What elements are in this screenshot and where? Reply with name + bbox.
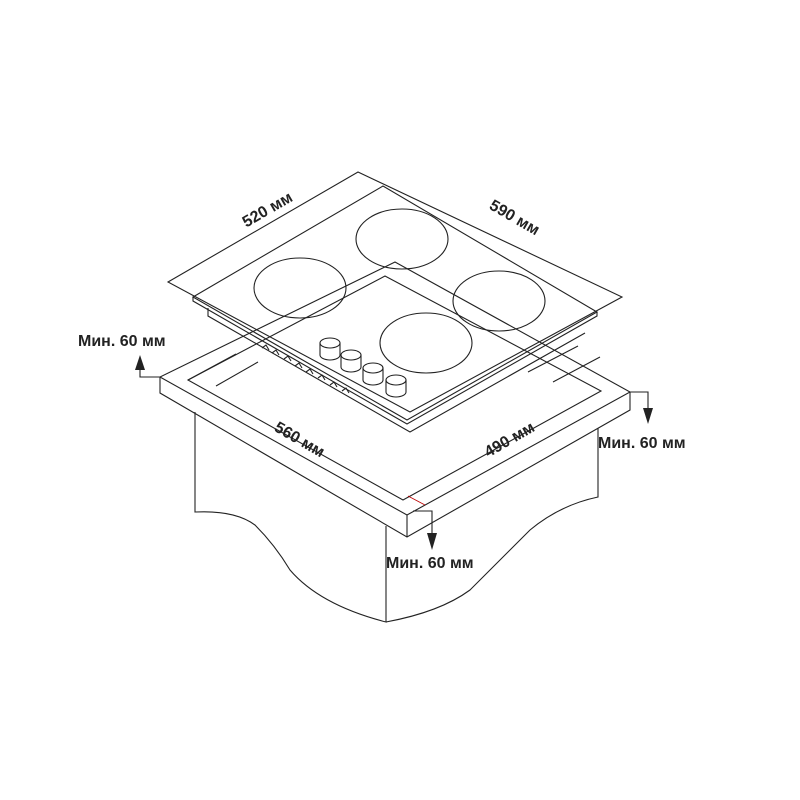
back-clearance-arrow (139, 368, 160, 378)
burner-right (452, 270, 546, 332)
control-knobs (319, 337, 407, 398)
knob-3 (362, 362, 384, 386)
knob-1 (319, 337, 341, 361)
burners (253, 208, 546, 374)
cabinet (194, 412, 599, 623)
burner-front (379, 312, 473, 374)
hob-clips (261, 344, 350, 394)
burner-left (253, 257, 347, 319)
side-clearance-arrow (630, 391, 649, 410)
knob-2 (340, 349, 362, 373)
knob-4 (385, 374, 407, 398)
back-clearance-label: Мин. 60 мм (78, 333, 166, 350)
clearance-arrows (135, 355, 653, 550)
hob-outline-dimension-frame (166, 171, 624, 413)
cutout-depth-label: 490 мм (482, 419, 538, 461)
side-clearance-label: Мин. 60 мм (598, 435, 686, 452)
hob (166, 171, 624, 433)
front-clearance-label: Мин. 60 мм (386, 555, 474, 572)
burner-back (355, 208, 449, 270)
countertop (158, 261, 632, 538)
front-clearance-arrow (413, 510, 433, 535)
hob-width-label: 590 мм (486, 197, 542, 239)
